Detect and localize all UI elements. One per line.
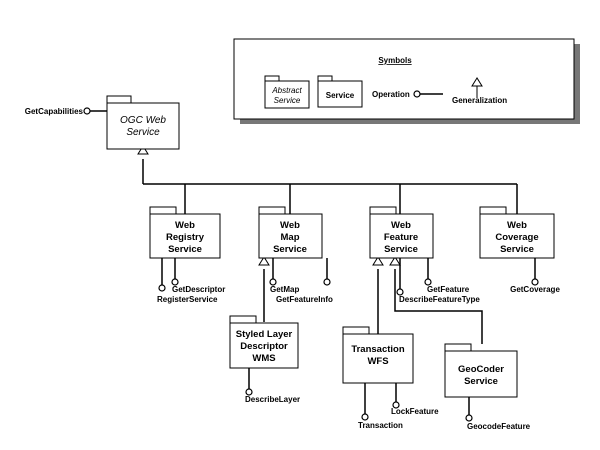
generalization-arrowheads <box>137 145 401 266</box>
operation-circle-icon <box>323 278 331 286</box>
operation-labels: GetCapabilities GetDescriptor RegisterSe… <box>25 107 561 431</box>
op-get-coverage: GetCoverage <box>510 285 560 294</box>
package-transaction-wfs: Transaction WFS <box>342 326 414 384</box>
generalization-arrow-icon <box>137 145 149 155</box>
operation-circle-icon <box>83 107 91 115</box>
operation-circle-icon <box>361 413 369 421</box>
package-transaction-label-1: Transaction <box>351 344 405 355</box>
package-coverage-label-1: Web <box>507 220 527 231</box>
legend-service-symbol: Service <box>317 75 363 108</box>
package-feature-label-1: Web <box>391 220 411 231</box>
op-get-feature: GetFeature <box>427 285 470 294</box>
generalization-arrow-icon <box>372 256 384 266</box>
operation-circle-icon <box>171 278 179 286</box>
generalization-connectors <box>142 159 518 344</box>
legend-service-label: Service <box>326 91 355 100</box>
op-describe-feature-type: DescribeFeatureType <box>399 295 480 304</box>
package-sld-label-1: Styled Layer <box>236 329 293 340</box>
package-geocoder-label-2: Service <box>464 376 498 387</box>
operation-stems <box>90 110 536 415</box>
package-ogc-label-1: OGC Web <box>120 115 166 126</box>
legend-abstract-line-2: Service <box>274 96 301 105</box>
package-web-registry-service: Web Registry Service <box>149 206 221 259</box>
operation-circle-icon <box>465 414 473 422</box>
legend-operation-symbol: Operation <box>372 90 443 99</box>
package-registry-label-2: Registry <box>166 232 205 243</box>
package-map-label-2: Map <box>281 232 300 243</box>
op-geocode-feature: GeocodeFeature <box>467 422 531 431</box>
package-feature-label-2: Feature <box>384 232 418 243</box>
package-coverage-label-3: Service <box>500 244 534 255</box>
legend-generalization-label: Generalization <box>452 96 507 105</box>
operation-circle-icon <box>531 278 539 286</box>
package-web-coverage-service: Web Coverage Service <box>479 206 555 259</box>
operation-circle-icon <box>245 388 253 396</box>
package-sld-label-3: WMS <box>252 353 275 364</box>
operation-circle-icon <box>392 401 400 409</box>
op-get-feature-info: GetFeatureInfo <box>276 295 333 304</box>
operation-circle-icon <box>269 278 277 286</box>
package-geocoder-label-1: GeoCoder <box>458 364 504 375</box>
legend-generalization-symbol: Generalization <box>452 77 507 105</box>
operation-circle-icon <box>424 278 432 286</box>
op-get-descriptor: GetDescriptor <box>172 285 225 294</box>
operation-circles <box>83 107 539 422</box>
package-registry-label-1: Web <box>175 220 195 231</box>
generalization-arrow-icon <box>258 256 270 266</box>
package-web-feature-service: Web Feature Service <box>369 206 434 259</box>
op-lock-feature: LockFeature <box>391 407 439 416</box>
legend-abstract-service-symbol: Abstract Service <box>264 75 310 109</box>
operation-circle-icon <box>158 284 166 292</box>
op-get-capabilities: GetCapabilities <box>25 107 84 116</box>
package-registry-label-3: Service <box>168 244 202 255</box>
package-styled-layer-descriptor-wms: Styled Layer Descriptor WMS <box>229 315 299 369</box>
package-ogc-label-2: Service <box>126 127 160 138</box>
package-map-label-3: Service <box>273 244 307 255</box>
package-ogc-web-service: OGC Web Service <box>106 95 180 150</box>
operation-circle-icon <box>413 90 421 98</box>
op-describe-layer: DescribeLayer <box>245 395 300 404</box>
package-feature-label-3: Service <box>384 244 418 255</box>
generalization-arrow-icon <box>389 256 401 266</box>
package-web-map-service: Web Map Service <box>258 206 323 259</box>
package-transaction-label-2: WFS <box>367 356 388 367</box>
op-register-service: RegisterService <box>157 295 218 304</box>
operation-circle-icon <box>396 288 404 296</box>
package-map-label-1: Web <box>280 220 300 231</box>
legend: Symbols Abstract Service Service Operati… <box>233 38 580 124</box>
legend-abstract-line-1: Abstract <box>271 86 302 95</box>
op-transaction: Transaction <box>358 421 403 430</box>
op-get-map: GetMap <box>270 285 299 294</box>
package-sld-label-2: Descriptor <box>240 341 288 352</box>
package-coverage-label-2: Coverage <box>495 232 538 243</box>
package-geocoder-service: GeoCoder Service <box>444 343 518 398</box>
legend-operation-label: Operation <box>372 90 410 99</box>
legend-title: Symbols <box>378 56 412 65</box>
